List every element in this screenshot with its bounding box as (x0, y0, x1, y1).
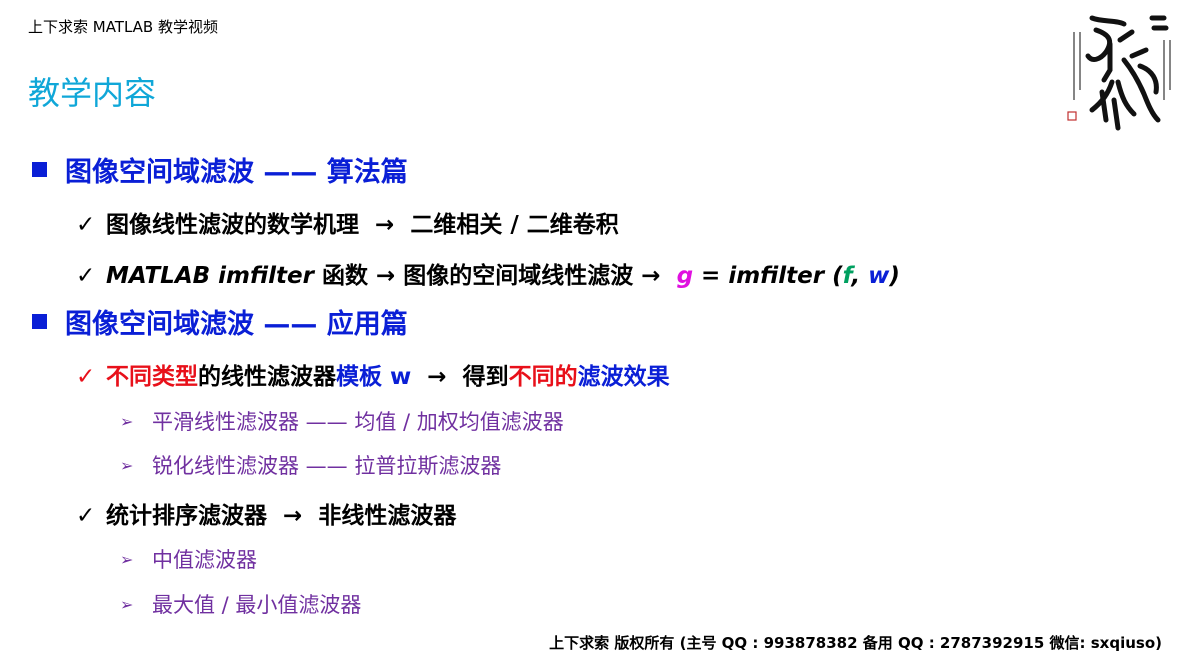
sub-item-max-min: ➢ 最大值 / 最小值滤波器 (120, 589, 361, 619)
item-text: 滤波效果 (577, 364, 670, 390)
sub-item-text: 中值滤波器 (152, 548, 257, 572)
sub-item-median: ➢ 中值滤波器 (120, 544, 257, 574)
list-item-filter-templates: ✓ 不同类型的线性滤波器模板 w → 得到不同的滤波效果 (76, 357, 670, 391)
eq-g: g (676, 263, 694, 289)
checkmark-icon: ✓ (76, 263, 96, 289)
item-text: 得到 (462, 364, 509, 390)
item-text: 统计排序滤波器 (106, 503, 267, 529)
sub-item-text: 平滑线性滤波器 —— 均值 / 加权均值滤波器 (152, 410, 564, 434)
arrow-right-icon: → (641, 263, 661, 289)
sub-item-smoothing: ➢ 平滑线性滤波器 —— 均值 / 加权均值滤波器 (120, 406, 564, 436)
page-title: 教学内容 (28, 74, 157, 112)
sub-item-text: 锐化线性滤波器 —— 拉普拉斯滤波器 (152, 454, 502, 478)
item-text: 函数 (313, 263, 376, 289)
checkmark-icon: ✓ (76, 212, 96, 238)
list-item-imfilter: ✓ MATLAB imfilter 函数 → 图像的空间域线性滤波 → g = i… (76, 256, 900, 290)
eq-w: w (868, 263, 890, 289)
list-item-math-principle: ✓ 图像线性滤波的数学机理 → 二维相关 / 二维卷积 (76, 205, 619, 239)
triangle-bullet-icon: ➢ (120, 595, 134, 614)
checkmark-icon: ✓ (76, 503, 96, 529)
heading-text: 图像空间域滤波 —— 算法篇 (65, 157, 408, 188)
heading-text: 图像空间域滤波 —— 应用篇 (65, 309, 408, 340)
triangle-bullet-icon: ➢ (120, 550, 134, 569)
triangle-bullet-icon: ➢ (120, 412, 134, 431)
square-bullet-icon (32, 162, 47, 177)
checkmark-icon: ✓ (76, 364, 96, 390)
triangle-bullet-icon: ➢ (120, 456, 134, 475)
arrow-right-icon: → (427, 364, 447, 390)
eq-text: , (851, 263, 869, 289)
item-text: 模板 w (336, 364, 412, 390)
item-text: 的线性滤波器 (198, 364, 336, 390)
sub-item-text: 最大值 / 最小值滤波器 (152, 593, 362, 617)
item-text: MATLAB imfilter (106, 263, 314, 289)
arrow-right-icon: → (375, 263, 396, 289)
sub-item-sharpening: ➢ 锐化线性滤波器 —— 拉普拉斯滤波器 (120, 450, 501, 480)
equation: g = imfilter (f, w) (677, 263, 900, 289)
eq-text: ) (889, 263, 900, 289)
calligraphy-seal-image (1062, 10, 1182, 132)
header-text: 上下求索 MATLAB 教学视频 (28, 18, 218, 36)
arrow-right-icon: → (375, 212, 395, 238)
square-bullet-icon (32, 314, 47, 329)
item-text: 非线性滤波器 (318, 503, 457, 529)
eq-text: = imfilter ( (693, 263, 843, 289)
section-heading-algorithm: 图像空间域滤波 —— 算法篇 (32, 150, 408, 189)
item-text: 二维相关 / 二维卷积 (410, 212, 619, 238)
section-heading-application: 图像空间域滤波 —— 应用篇 (32, 302, 408, 341)
item-text: 不同类型 (106, 364, 198, 390)
arrow-right-icon: → (283, 503, 303, 529)
item-text: 不同的 (508, 364, 578, 390)
item-text: 图像线性滤波的数学机理 (106, 212, 359, 238)
list-item-order-statistic: ✓ 统计排序滤波器 → 非线性滤波器 (76, 496, 456, 530)
item-text: 图像的空间域线性滤波 (395, 263, 642, 289)
footer-copyright: 上下求索 版权所有 (主号 QQ : 993878382 备用 QQ : 278… (549, 634, 1162, 652)
eq-f: f (842, 263, 852, 289)
